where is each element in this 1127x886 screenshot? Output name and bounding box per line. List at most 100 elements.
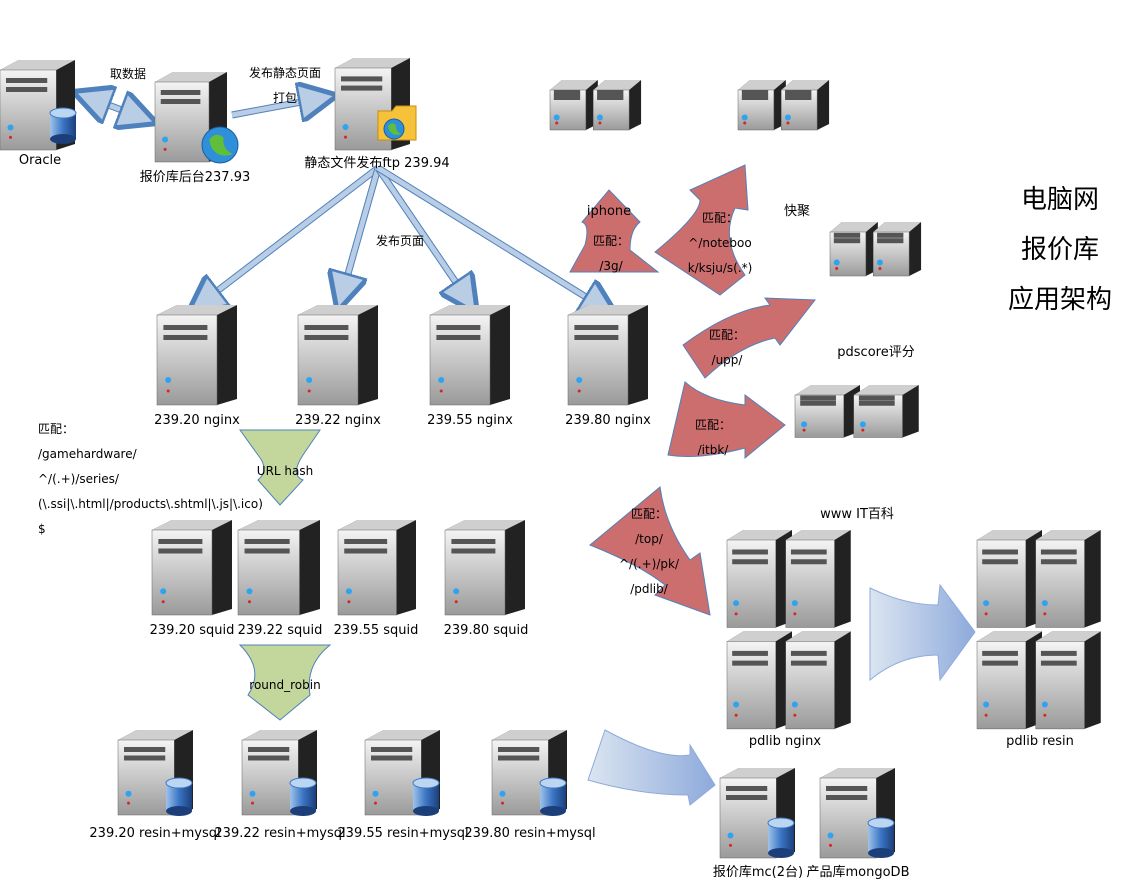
label-round-robin: round_robin	[249, 678, 320, 692]
server-icon	[337, 520, 416, 616]
globe-icon	[383, 118, 405, 140]
label-nginx: 239.80 nginx	[565, 413, 651, 428]
database-icon	[539, 777, 567, 816]
status-led-icon	[833, 259, 840, 266]
label-pack: 打包	[273, 91, 297, 105]
rule-notebook: ^/noteboo	[688, 236, 751, 250]
cache-arrow	[587, 729, 716, 806]
node-nginx	[567, 305, 648, 406]
label-mongo: 产品库mongoDB	[807, 864, 910, 880]
status-led-icon	[162, 136, 169, 143]
server-icon	[780, 80, 830, 131]
url-hash-arrow	[239, 429, 321, 506]
server-icon	[976, 631, 1042, 730]
rule-itbk: /itbk/	[698, 443, 730, 457]
folder-icon	[377, 105, 417, 141]
rule-iphone: 匹配：	[593, 234, 629, 248]
diagram-title: 电脑网	[1021, 185, 1099, 215]
status-led-icon	[372, 790, 379, 797]
rule-upp: /upp/	[712, 353, 744, 367]
server-icon	[737, 80, 786, 131]
iphone-rule-arrow	[569, 189, 660, 273]
node-squid	[337, 520, 416, 616]
label-iphone: iphone	[587, 204, 631, 219]
label-www: www IT百科	[820, 507, 894, 522]
rule-upp: 匹配：	[709, 328, 745, 342]
status-led-icon	[438, 377, 445, 383]
status-led-icon	[859, 421, 866, 428]
label-pdlib-resin: pdlib resin	[1006, 734, 1074, 749]
publish-page-arrow	[195, 165, 381, 308]
server-icon	[785, 530, 851, 628]
rule-notebook: k/ksju/s(.*)	[688, 261, 753, 275]
status-led-icon	[791, 600, 798, 607]
status-led-icon	[801, 421, 808, 428]
publish-page-arrow	[340, 167, 382, 302]
node-ftp	[334, 58, 417, 151]
node-nginx	[429, 305, 510, 406]
status-led-icon	[342, 124, 349, 130]
label-ftp: 静态文件发布ftp 239.94	[304, 155, 449, 171]
status-led-icon	[249, 790, 256, 797]
label-resin-mysql: 239.55 resin+mysql	[337, 826, 468, 841]
server-icon	[429, 305, 510, 406]
status-led-icon	[1041, 701, 1048, 708]
status-led-icon	[160, 588, 167, 595]
server-icon	[237, 520, 320, 616]
rule-iphone: /3g/	[599, 259, 623, 273]
server-icon	[726, 631, 792, 730]
node-backend	[154, 72, 239, 164]
node-pdlib-resin	[976, 530, 1101, 730]
label-kuaiju: 快聚	[784, 204, 810, 219]
publish-page-arrow	[375, 166, 472, 306]
server-icon	[444, 520, 525, 616]
database-icon	[867, 817, 895, 858]
label-squid: 239.80 squid	[444, 623, 529, 638]
status-led-icon	[453, 588, 460, 595]
status-led-icon	[733, 701, 740, 708]
label-squid: 239.55 squid	[334, 623, 419, 638]
node-resin-mysql	[491, 730, 567, 816]
status-led-icon	[827, 832, 834, 839]
status-led-icon	[741, 114, 748, 121]
database-icon	[165, 777, 193, 816]
status-led-icon	[1041, 600, 1048, 607]
server-icon	[0, 60, 75, 151]
database-icon	[412, 777, 440, 816]
server-icon	[592, 80, 642, 131]
label-nginx: 239.20 nginx	[154, 413, 240, 428]
server-icon	[151, 520, 232, 616]
rule-pdlib: ^/(.+)/pk/	[619, 557, 680, 571]
label-squid: 239.22 squid	[238, 623, 323, 638]
server-icon	[156, 305, 237, 406]
rule-squid: $	[38, 522, 46, 536]
server-icon	[1035, 631, 1101, 730]
node-iphone	[549, 80, 642, 131]
node-oracle	[0, 60, 77, 151]
rule-notebook: 匹配：	[702, 211, 738, 225]
node-kuaiju	[737, 80, 830, 131]
fetch-arrow	[82, 95, 148, 120]
node-resin-mysql	[241, 730, 317, 816]
server-icon	[297, 305, 378, 406]
node-mc	[719, 768, 795, 859]
status-led-icon	[345, 588, 352, 595]
notebook-rule-arrow	[654, 164, 749, 296]
status-led-icon	[7, 124, 14, 131]
status-led-icon	[727, 832, 734, 839]
rule-squid: /gamehardware/	[38, 447, 138, 461]
label-url-hash: URL hash	[257, 464, 313, 478]
label-resin-mysql: 239.20 resin+mysql	[89, 826, 220, 841]
node-squid	[151, 520, 232, 616]
node-mongo	[819, 768, 895, 859]
node-resin-mysql	[117, 730, 193, 816]
status-led-icon	[596, 114, 603, 121]
node-squid	[444, 520, 525, 616]
label-nginx: 239.22 nginx	[295, 413, 381, 428]
rule-itbk: 匹配：	[695, 418, 731, 432]
publish-page-arrow	[376, 165, 610, 312]
label-fetch: 取数据	[110, 66, 146, 81]
label-nginx: 239.55 nginx	[427, 413, 513, 428]
label-pdlib-nginx: pdlib nginx	[749, 734, 821, 749]
server-icon	[1035, 530, 1101, 628]
